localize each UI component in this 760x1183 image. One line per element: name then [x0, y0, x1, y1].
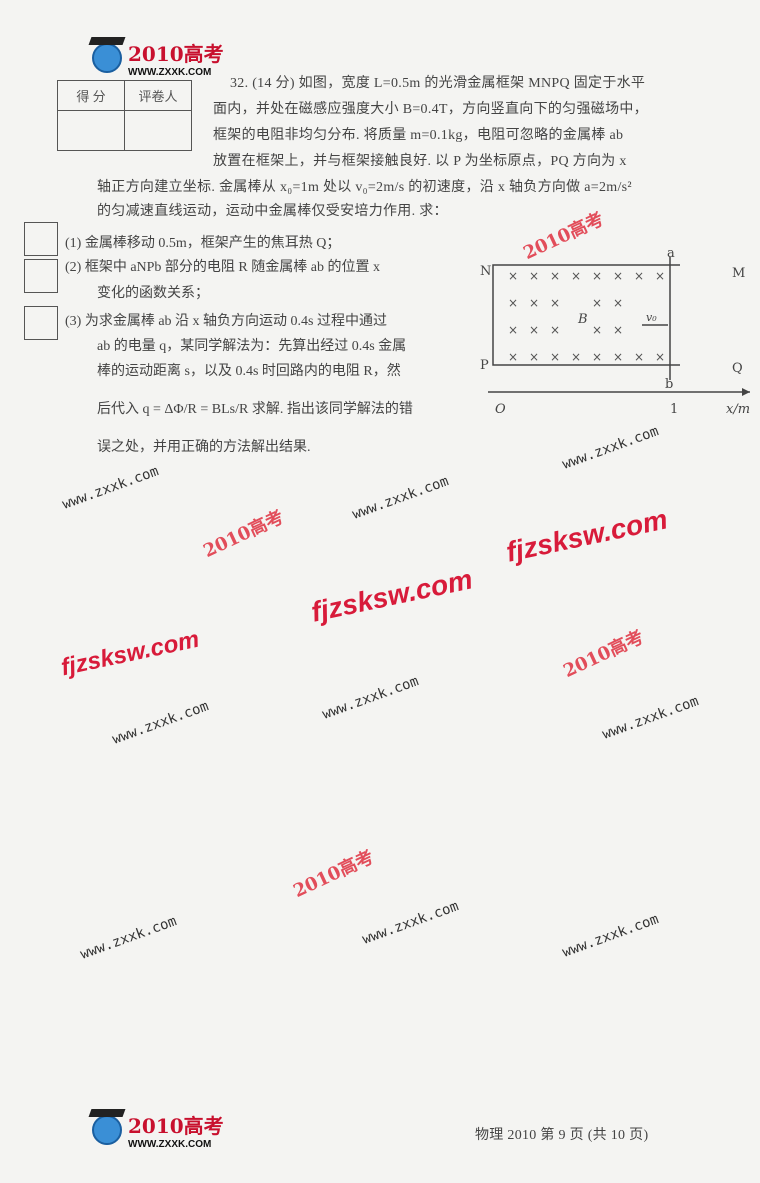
label-m: M — [732, 266, 745, 281]
field-cross: × — [634, 269, 644, 283]
field-cross: × — [550, 323, 560, 337]
part-3: 后代入 q = ΔΦ/R = BLs/R 求解. 指出该同学解法的错 — [97, 402, 413, 417]
score-box-1 — [24, 222, 58, 256]
score-box-2 — [24, 259, 58, 293]
field-cross: × — [529, 269, 539, 283]
watermark-logo: 2010高考 — [290, 846, 378, 903]
part-1: (1) 金属棒移动 0.5m，框架产生的焦耳热 Q； — [65, 236, 341, 251]
question-line: 32. (14 分) 如图，宽度 L=0.5m 的光滑金属框架 MNPQ 固定于… — [230, 76, 646, 91]
field-cross: × — [592, 269, 602, 283]
part-3: 棒的运动距离 s，以及 0.4s 时回路内的电阻 R，然 — [97, 364, 401, 379]
watermark-url: www.zxxk.com — [110, 698, 211, 748]
field-cross: × — [529, 350, 539, 364]
field-cross: × — [508, 296, 518, 310]
field-cross: × — [592, 296, 602, 310]
tick-1: 1 — [670, 402, 678, 417]
field-cross: × — [571, 269, 581, 283]
question-line: 的匀减速直线运动，运动中金属棒仅受安培力作用. 求： — [97, 204, 448, 219]
logo-title: 2010高考 — [128, 42, 224, 66]
watermark-logo: 2010高考 — [200, 506, 288, 563]
score-header: 得 分 — [57, 80, 125, 111]
field-cross: × — [613, 323, 623, 337]
page-footer: 物理 2010 第 9 页 (共 10 页) — [475, 1128, 649, 1143]
score-box-3 — [24, 306, 58, 340]
watermark-url: www.zxxk.com — [600, 693, 701, 743]
field-cross: × — [508, 350, 518, 364]
field-cross: × — [529, 323, 539, 337]
field-cross: × — [550, 350, 560, 364]
watermark-logo: 2010高考 — [560, 626, 648, 683]
watermark-url: www.zxxk.com — [360, 898, 461, 948]
mascot-icon — [92, 1115, 122, 1145]
part-3: ab 的电量 q，某同学解法为：先算出经过 0.4s 金属 — [97, 339, 407, 354]
frame-diagram: × × × × × × × × × × × × × × × × × × × × × × × × × × N M P Q a b B… — [480, 246, 750, 417]
question-line: 放置在框架上，并与框架接触良好. 以 P 为坐标原点，PQ 方向为 x — [213, 154, 627, 169]
field-cross: × — [592, 350, 602, 364]
field-cross: × — [634, 350, 644, 364]
watermark-url: www.zxxk.com — [60, 463, 161, 513]
label-origin: O — [495, 402, 506, 417]
part-2: (2) 框架中 aNPb 部分的电阻 R 随金属棒 ab 的位置 x — [65, 260, 380, 275]
frame-mnpq — [492, 264, 680, 366]
field-cross: × — [550, 296, 560, 310]
part-3: (3) 为求金属棒 ab 沿 x 轴负方向运动 0.4s 过程中通过 — [65, 314, 387, 329]
field-cross: × — [613, 269, 623, 283]
label-b-field: B — [577, 312, 588, 327]
label-q: Q — [732, 361, 743, 376]
label-v0: v₀ — [646, 311, 657, 324]
watermark-url: www.zxxk.com — [78, 913, 179, 963]
watermark-brand: fjzsksw.com — [308, 563, 476, 628]
field-cross: × — [571, 350, 581, 364]
question-line: 面内，并处在磁感应强度大小 B=0.4T，方向竖直向下的匀强磁场中， — [213, 102, 648, 117]
watermark-url: www.zxxk.com — [560, 911, 661, 961]
logo-title: 2010高考 — [128, 1114, 224, 1138]
logo-url: WWW.ZXXK.COM — [128, 1139, 212, 1150]
watermark-url: www.zxxk.com — [560, 423, 661, 473]
watermark-url: www.zxxk.com — [320, 673, 421, 723]
mascot-icon — [92, 43, 122, 73]
watermark-brand: fjzsksw.com — [503, 503, 671, 568]
field-cross: × — [613, 350, 623, 364]
part-3: 误之处，并用正确的方法解出结果. — [97, 440, 311, 455]
field-cross: × — [550, 269, 560, 283]
field-cross: × — [508, 323, 518, 337]
field-cross: × — [655, 350, 665, 364]
score-table: 得 分评卷人 — [57, 80, 192, 151]
label-b: b — [665, 377, 673, 392]
field-cross: × — [592, 323, 602, 337]
field-cross: × — [655, 269, 665, 283]
part-2: 变化的函数关系； — [97, 286, 209, 301]
label-n: N — [480, 264, 491, 279]
field-cross: × — [613, 296, 623, 310]
watermark-url: www.zxxk.com — [350, 473, 451, 523]
field-cross: × — [529, 296, 539, 310]
logo-url: WWW.ZXXK.COM — [128, 67, 212, 78]
field-cross: × — [508, 269, 518, 283]
question-line: 轴正方向建立坐标. 金属棒从 x₀=1m 处以 v₀=2m/s 的初速度，沿 x… — [97, 180, 632, 195]
label-a: a — [667, 246, 675, 261]
watermark-brand: fjzsksw.com — [58, 625, 202, 682]
question-line: 框架的电阻非均匀分布. 将质量 m=0.1kg，电阻可忽略的金属棒 ab — [213, 128, 624, 143]
grader-cell — [124, 110, 192, 151]
grader-header: 评卷人 — [124, 80, 192, 111]
score-cell — [57, 110, 125, 151]
label-p: P — [480, 358, 489, 373]
x-axis-label: x/m — [726, 402, 750, 417]
